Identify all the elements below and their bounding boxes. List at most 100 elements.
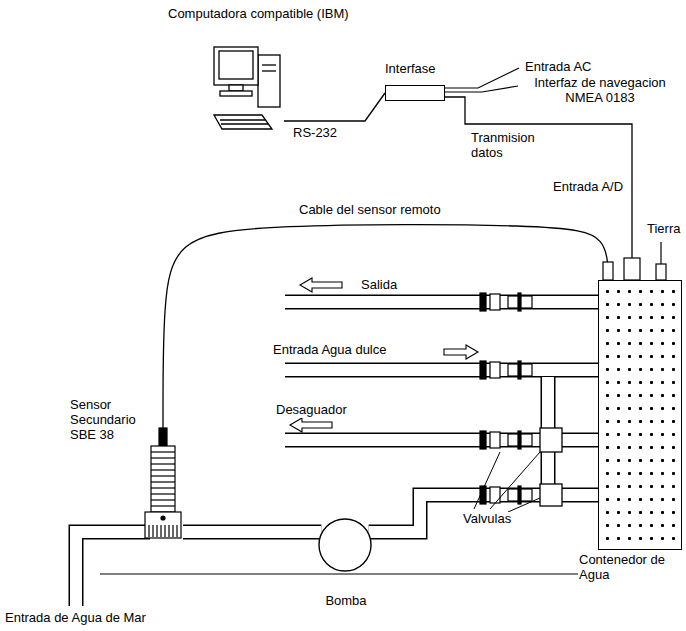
cable-line xyxy=(445,97,632,280)
flow-label: Desaguador xyxy=(275,403,348,418)
symbol-part xyxy=(221,123,268,124)
interface-box: Interfase xyxy=(385,85,445,101)
computer: Computadora compatible (IBM) xyxy=(212,45,284,133)
pipe-fitting xyxy=(490,362,500,378)
symbol-part xyxy=(262,64,276,65)
pipe-fitting xyxy=(518,486,521,504)
symbol-part xyxy=(159,428,167,446)
symbol-part xyxy=(145,512,181,538)
sensor-rib xyxy=(152,525,153,537)
symbol-part xyxy=(214,47,258,85)
ground-wire xyxy=(660,242,661,264)
sensor-groove xyxy=(151,487,175,488)
sensor-rib xyxy=(164,525,165,537)
sensor-groove xyxy=(151,457,175,458)
leader-line xyxy=(474,452,612,549)
flow-label: Entrada Agua dulce xyxy=(272,343,387,358)
computer-icon xyxy=(212,45,284,133)
navigation-wire xyxy=(445,86,518,92)
pipe-fitting xyxy=(518,293,521,311)
pipe-bore xyxy=(76,302,598,607)
pipe-fitting xyxy=(518,431,521,449)
pipe-wall xyxy=(285,295,598,310)
symbol-part xyxy=(219,51,253,79)
pipe-fitting xyxy=(518,361,521,379)
node-label: Computadora compatible (IBM) xyxy=(167,7,350,22)
node-label: Bomba xyxy=(308,594,384,609)
pipe-fitting xyxy=(480,361,486,379)
flow-arrow xyxy=(290,418,332,432)
symbol-part xyxy=(319,519,371,571)
pipe-fitting xyxy=(490,487,500,503)
symbol-part xyxy=(151,452,175,506)
ground-label: Tierra xyxy=(646,222,681,237)
valve xyxy=(540,428,562,452)
symbol-part xyxy=(214,47,280,129)
connector-jack xyxy=(603,262,613,280)
cable xyxy=(284,93,385,121)
pipe-wall xyxy=(285,363,598,378)
valve-label: Valvulas xyxy=(462,512,512,527)
pipe-fitting xyxy=(480,293,532,504)
symbol-part xyxy=(229,85,243,91)
symbol-part xyxy=(149,525,177,537)
symbol-part xyxy=(145,428,181,538)
pipe-bore xyxy=(284,364,598,376)
base-line xyxy=(100,573,598,574)
sensor-groove xyxy=(151,493,175,494)
cable-line xyxy=(284,93,385,121)
pipe-wall xyxy=(76,302,598,606)
power-wire xyxy=(445,68,519,88)
symbol-part xyxy=(161,516,165,520)
sensor-groove xyxy=(151,469,175,470)
navigation-label: Interfaz de navegacion NMEA 0183 xyxy=(520,76,680,106)
symbol-part xyxy=(258,55,280,107)
connector-label: Tranmision datos xyxy=(470,131,536,161)
navigation-wire xyxy=(445,86,518,92)
cable xyxy=(445,97,632,280)
flow-arrow xyxy=(300,278,342,292)
sensor-groove xyxy=(151,481,175,482)
sensor-symbol xyxy=(143,428,183,540)
valve xyxy=(540,428,562,506)
sensor-groove xyxy=(151,451,175,452)
pump-symbol xyxy=(318,518,372,572)
node-label: Sensor Secundario SBE 38 xyxy=(69,398,141,443)
sensor-rib xyxy=(176,525,177,537)
pipe-bore xyxy=(76,532,150,607)
inlet-label: Entrada de Agua de Mar xyxy=(4,611,147,626)
symbol-part xyxy=(214,115,272,129)
connector-label: Cable del sensor remoto xyxy=(298,203,442,218)
pipe-fitting xyxy=(480,431,486,449)
valve xyxy=(540,484,562,506)
symbol-part xyxy=(151,446,175,512)
pipe-wall xyxy=(76,532,150,606)
leader-line xyxy=(490,452,540,509)
symbol-part xyxy=(262,70,276,71)
sensor-rib xyxy=(168,525,169,537)
leader-line xyxy=(508,498,540,512)
node-label: Interfase xyxy=(384,62,437,77)
sensor-rib xyxy=(160,525,161,537)
power-wire xyxy=(445,68,519,88)
power-input-label: Entrada AC xyxy=(524,60,593,75)
pipe-wall xyxy=(183,525,321,540)
pump-art xyxy=(318,518,372,572)
sensor-art xyxy=(143,428,183,540)
connector-label: RS-232 xyxy=(292,126,338,141)
node-label: Contenedor de Agua xyxy=(578,553,682,583)
sensor-rib xyxy=(156,525,157,537)
water-container: Contenedor de Agua xyxy=(598,280,682,550)
ground-wire xyxy=(660,242,661,264)
sensor-rib xyxy=(148,525,149,537)
pipe-fitting xyxy=(480,293,486,311)
leader-line xyxy=(474,452,500,509)
computer-art xyxy=(212,45,284,133)
pipe xyxy=(183,532,321,533)
sensor: Sensor Secundario SBE 38 xyxy=(143,428,183,540)
base-line xyxy=(100,573,598,574)
sensor-groove xyxy=(151,505,175,506)
pump: Bomba xyxy=(318,518,372,572)
pipe-fitting xyxy=(490,432,500,448)
